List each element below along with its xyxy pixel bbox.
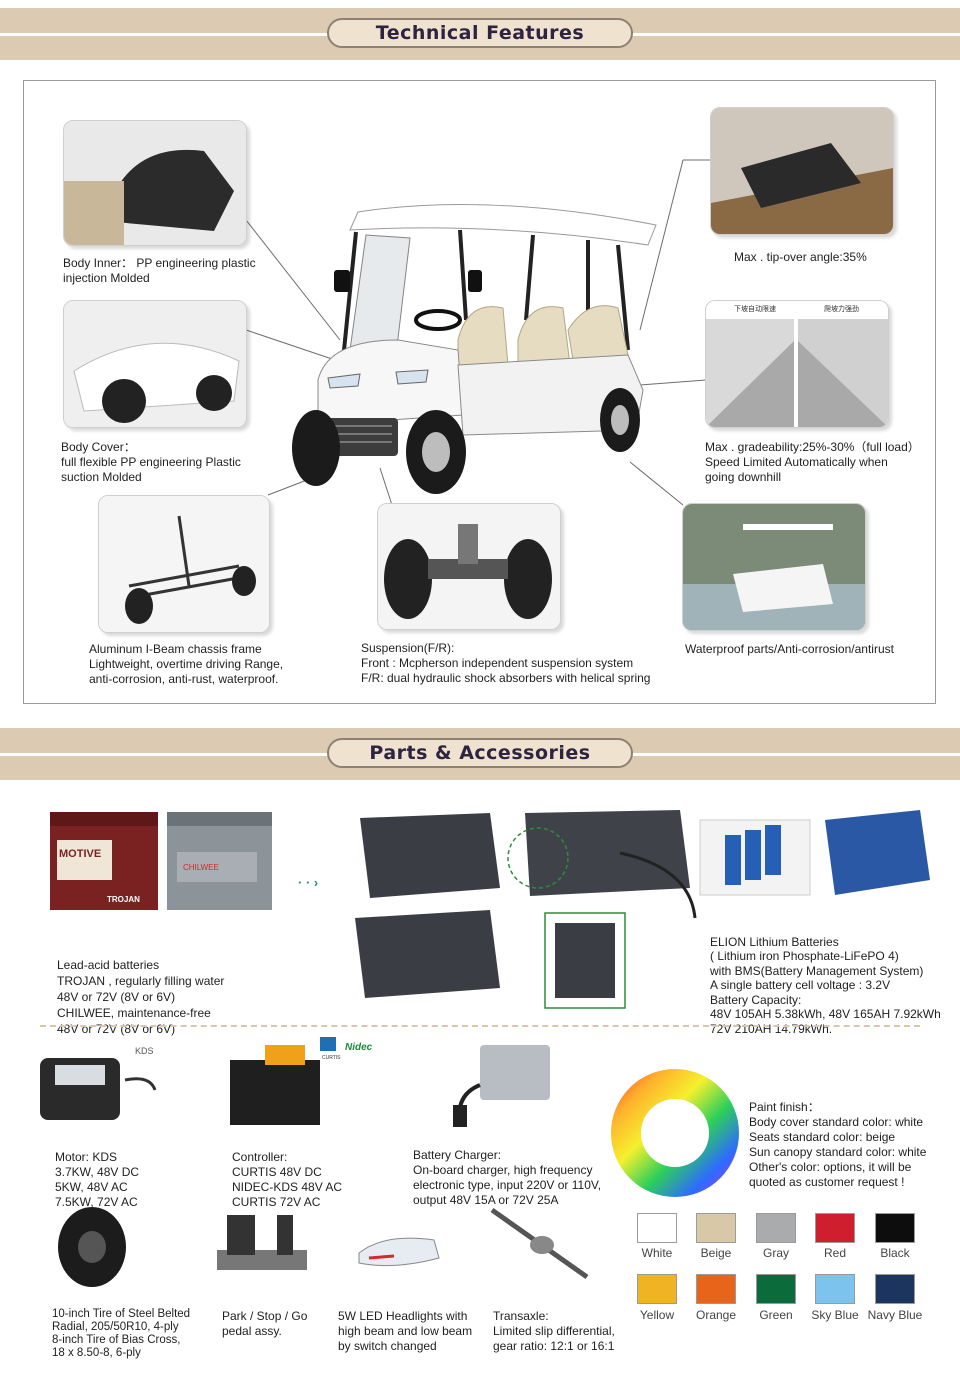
color-swatch-orange	[696, 1274, 736, 1304]
color-swatch-white	[637, 1213, 677, 1243]
section-title-parts: Parts & Accessories	[327, 738, 633, 768]
color-swatch-gray	[756, 1213, 796, 1243]
body-cover-caption: Body Cover：full flexible PP engineering …	[61, 440, 241, 484]
charger-caption: Battery Charger:On-board charger, high f…	[413, 1148, 602, 1207]
body-inner-photo	[63, 120, 247, 246]
color-label-orange: Orange	[695, 1308, 737, 1322]
color-swatch-yellow	[637, 1274, 677, 1304]
waterproof-caption: Waterproof parts/Anti-corrosion/antirust	[685, 642, 894, 656]
color-label-red: Red	[823, 1246, 846, 1260]
section-title-technical: Technical Features	[327, 18, 633, 48]
color-label-beige: Beige	[700, 1246, 732, 1260]
motor-brand-label: KDS	[135, 1046, 154, 1056]
suspension-caption: Suspension(F/R):Front : Mcpherson indepe…	[361, 641, 651, 685]
color-swatch-sky-blue	[815, 1274, 855, 1304]
lithium-pack-images	[355, 810, 697, 1009]
nidec-label: Nidec	[345, 1042, 373, 1053]
body-cover-photo	[63, 300, 247, 428]
lithium-cells-image	[699, 810, 930, 896]
color-label-navy-blue: Navy Blue	[867, 1308, 923, 1322]
chassis-photo	[98, 495, 270, 633]
color-swatch-green	[756, 1274, 796, 1304]
color-label-black: Black	[880, 1246, 910, 1260]
tipover-caption: Max . tip-over angle:35%	[734, 250, 867, 264]
waterproof-photo	[682, 503, 866, 631]
arrow-right-icon: · · ›	[298, 875, 319, 890]
slope-label-downhill: 下坡自动限速	[734, 306, 776, 313]
tipover-photo	[710, 107, 894, 235]
suspension-photo	[377, 503, 561, 630]
gradeability-photo: 下坡自动限速 爬坡力强劲	[705, 300, 889, 428]
color-swatch-black	[875, 1213, 915, 1243]
charger-image	[453, 1045, 550, 1127]
transaxle-caption: Transaxle:Limited slip differential,gear…	[493, 1309, 615, 1353]
golf-cart-illustration	[292, 203, 657, 494]
pedal-image	[217, 1215, 307, 1270]
curtis-label: CURTIS	[322, 1055, 341, 1061]
color-swatch-red	[815, 1213, 855, 1243]
gradeability-caption: Max . gradeability:25%-30%（full load）Spe…	[705, 440, 920, 484]
controller-image: CURTIS Nidec	[230, 1037, 373, 1125]
motor-image: KDS	[40, 1046, 157, 1120]
technical-features-frame	[23, 80, 936, 704]
motive-label: MOTIVE	[59, 848, 101, 860]
lithium-caption: ELION Lithium Batteries( Lithium iron Ph…	[710, 934, 941, 1036]
trojan-label: TROJAN	[107, 895, 140, 904]
color-label-gray: Gray	[762, 1246, 789, 1260]
section-divider	[40, 1025, 920, 1027]
slope-label-uphill: 爬坡力强劲	[824, 306, 859, 313]
color-label-sky-blue: Sky Blue	[811, 1308, 859, 1322]
color-swatch-navy-blue	[875, 1274, 915, 1304]
paint-caption: Paint finish：Body cover standard color: …	[749, 1100, 927, 1189]
tire-image	[58, 1207, 126, 1287]
color-swatch-beige	[696, 1213, 736, 1243]
color-label-green: Green	[759, 1308, 793, 1322]
color-wheel-image	[611, 1069, 739, 1197]
color-label-yellow: Yellow	[639, 1308, 675, 1322]
color-label-white: White	[641, 1246, 673, 1260]
lead-acid-batteries-image: MOTIVE TROJAN CHILWEE	[50, 812, 272, 910]
chilwee-label: CHILWEE	[183, 863, 219, 872]
headlight-image	[358, 1237, 440, 1267]
transaxle-image	[490, 1207, 589, 1280]
